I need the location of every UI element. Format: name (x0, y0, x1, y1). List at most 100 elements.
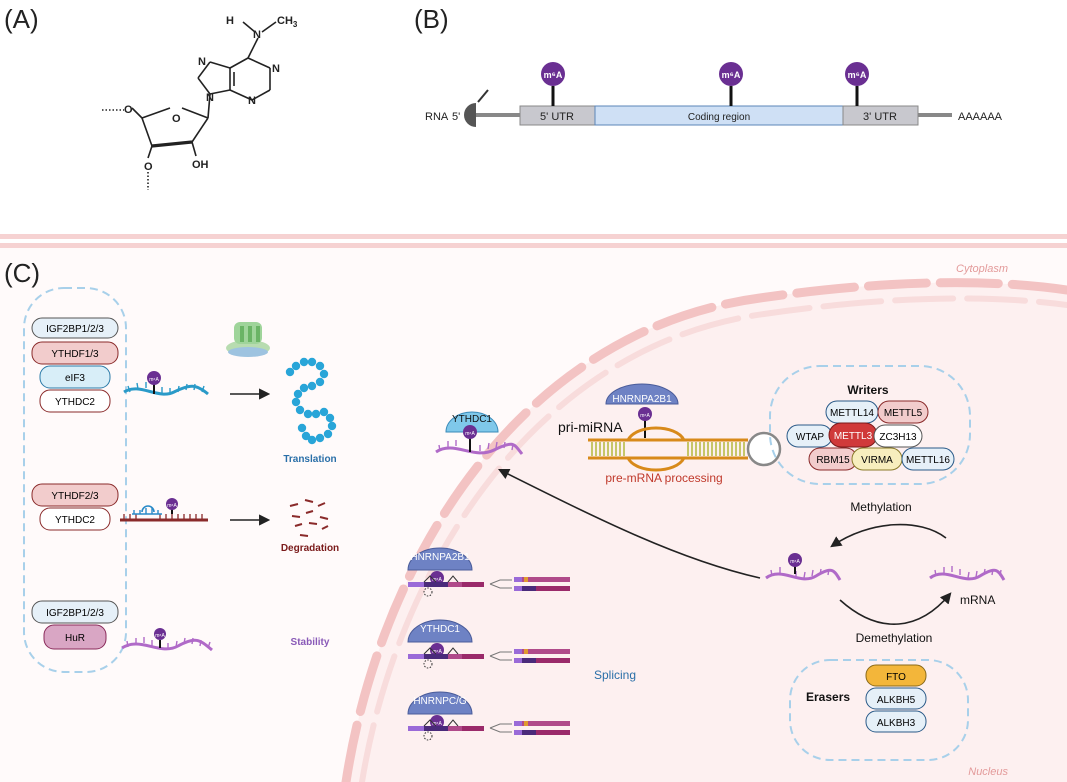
peptide-bead (315, 361, 325, 371)
svg-text:m⁶A: m⁶A (167, 503, 177, 509)
peptide-bead (319, 369, 329, 379)
peptide-bead (291, 397, 301, 407)
eraser-alkbh5: ALKBH5 (877, 695, 916, 706)
atom-o5: O (124, 104, 133, 116)
reader-igf2bp-b: IGF2BP1/2/3 (46, 608, 104, 619)
svg-text:m⁶A: m⁶A (465, 431, 475, 437)
writers-title: Writers (847, 383, 888, 397)
peptide-bead (315, 433, 325, 443)
peptide-bead (325, 413, 335, 423)
translation-label: Translation (283, 454, 336, 465)
five-prime-label: 5' (452, 111, 460, 123)
eraser-fto: FTO (886, 672, 906, 683)
peptide-bead (315, 377, 325, 387)
writers-complex: Writers METTL14 METTL5 WTAP METTL3 ZC3H1… (769, 365, 971, 485)
svg-text:m⁶A: m⁶A (432, 577, 442, 583)
utr3-label: 3' UTR (863, 111, 897, 123)
methylation-label: Methylation (850, 500, 911, 514)
erasers-title: Erasers (806, 690, 850, 704)
writer-mettl16: METTL16 (906, 455, 950, 466)
peptide-bead (299, 383, 309, 393)
splicing-unit: HNRNPA2B1 m⁶A (407, 547, 570, 597)
reader-group-translation: IGF2BP1/2/3 YTHDF1/3 eIF3 YTHDC2 (31, 317, 119, 413)
pri-mirna-processing: HNRNPA2B1 m⁶A pri-miRNA pre-mRNA process… (558, 383, 782, 485)
peptide-bead (301, 431, 311, 441)
atom-ch3: CH3 (277, 15, 298, 29)
atom-oh: OH (192, 159, 209, 171)
peptide-bead (307, 435, 317, 445)
rna-label: RNA (425, 111, 449, 123)
atom-h: H (226, 15, 234, 27)
ythdc1-label: YTHDC1 (452, 414, 492, 425)
reader-igf2bp: IGF2BP1/2/3 (46, 324, 104, 335)
atom-n3: N (248, 95, 256, 107)
readers-container (23, 287, 127, 673)
peptide-bead (323, 429, 333, 439)
cytoplasm-label: Cytoplasm (956, 263, 1008, 275)
reader-ythdc2: YTHDC2 (55, 397, 95, 408)
atom-n: N (253, 29, 261, 41)
stability-label: Stability (291, 637, 330, 648)
reader-hur: HuR (65, 633, 85, 644)
peptide-bead (285, 367, 295, 377)
stability-row: m⁶A Stability (121, 628, 330, 652)
polya-label: AAAAAA (958, 111, 1003, 123)
molecule-atoms: H N CH3 N N N N O O O OH (124, 15, 298, 173)
degradation-row: m⁶A Degradation (120, 498, 339, 554)
atom-n7: N (198, 56, 206, 68)
m6a-marker-utr3: m⁶A (845, 62, 869, 106)
svg-text:m⁶A: m⁶A (848, 70, 867, 80)
reader-ythdf13: YTHDF1/3 (51, 349, 99, 360)
reader-group-stability: IGF2BP1/2/3 HuR (31, 600, 119, 650)
svg-text:m⁶A: m⁶A (722, 70, 741, 80)
panel-b-label: (B) (414, 4, 449, 34)
degradation-label: Degradation (281, 543, 339, 554)
hnrnpa2b1-label: HNRNPA2B1 (612, 394, 672, 405)
m6a-molecule (102, 21, 277, 190)
svg-text:m⁶A: m⁶A (155, 633, 165, 639)
splicing-reader-label: HNRNPA2B1 (410, 552, 470, 563)
svg-text:m⁶A: m⁶A (432, 649, 442, 655)
peptide-bead (327, 421, 337, 431)
peptide-bead (307, 357, 317, 367)
peptide-bead (297, 423, 307, 433)
erasers-complex: Erasers FTO ALKBH5 ALKBH3 (789, 659, 969, 761)
svg-text:m⁶A: m⁶A (640, 413, 650, 419)
reader-ythdf23: YTHDF2/3 (51, 491, 99, 502)
writer-wtap: WTAP (796, 432, 824, 443)
splicing-reader-label: YTHDC1 (420, 624, 460, 635)
mrna-label: mRNA (960, 593, 995, 607)
atom-n9: N (206, 92, 214, 104)
writer-zc3h13: ZC3H13 (879, 432, 917, 443)
splicing-unit: YTHDC1 m⁶A (407, 619, 570, 669)
utr5-label: 5' UTR (540, 111, 574, 123)
peptide-bead (303, 409, 313, 419)
peptide-chain-icon (285, 357, 337, 445)
mrna-structure: RNA 5' 5' UTR Coding region 3' UTR AAAAA… (425, 62, 1003, 127)
fragments-icon (289, 499, 329, 537)
peptide-bead (295, 405, 305, 415)
utr3-box (842, 105, 919, 126)
svg-text:m⁶A: m⁶A (790, 559, 800, 565)
splicing-label: Splicing (594, 668, 636, 682)
processing-label: pre-mRNA processing (605, 471, 722, 485)
atom-o-ring: O (172, 113, 181, 125)
coding-label: Coding region (688, 112, 750, 123)
reader-ythdc2-b: YTHDC2 (55, 515, 95, 526)
writer-rbm15: RBM15 (816, 455, 850, 466)
ribosome-icon (226, 322, 270, 357)
eraser-alkbh3: ALKBH3 (877, 718, 916, 729)
svg-text:m⁶A: m⁶A (432, 721, 442, 727)
peptide-bead (293, 389, 303, 399)
m6a-marker-coding: m⁶A (719, 62, 743, 106)
cap-icon (464, 103, 476, 127)
demethylation-label: Demethylation (856, 631, 933, 645)
svg-text:m⁶A: m⁶A (544, 70, 563, 80)
writer-mettl3: METTL3 (834, 431, 873, 442)
pri-mirna-label: pri-miRNA (558, 419, 623, 435)
nucleus-label: Nucleus (968, 766, 1008, 778)
reader-group-degradation: YTHDF2/3 YTHDC2 (31, 483, 119, 531)
